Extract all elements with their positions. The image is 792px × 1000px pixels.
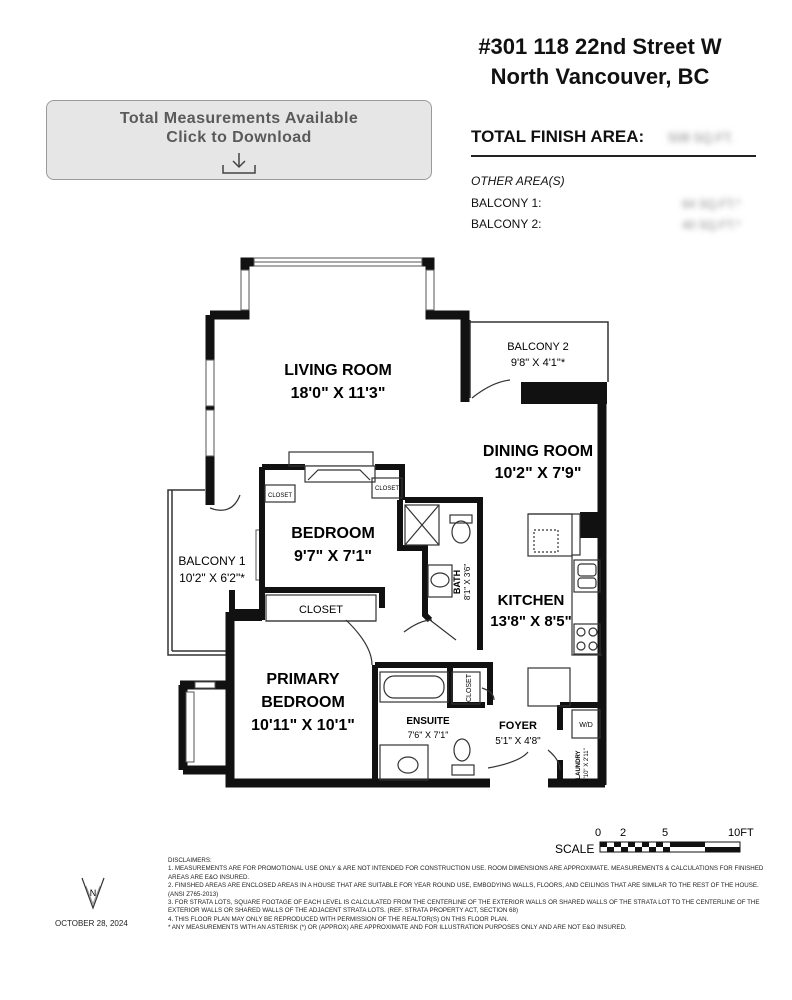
north-arrow-icon: N: [81, 877, 105, 910]
interior-details: [209, 379, 602, 781]
living-room-dimensions: 18'0" X 11'3": [291, 385, 386, 402]
balcony-2-outline: [469, 320, 609, 398]
total-finish-area-label: TOTAL FINISH AREA:: [471, 127, 645, 146]
dining-column: [521, 382, 607, 404]
living-room-name: LIVING ROOM: [284, 362, 392, 379]
foyer-dimensions: 5'1" X 4'8": [495, 736, 541, 747]
bath-dimensions: 8'1" X 3'6": [463, 564, 472, 600]
scale-tick-0: 0: [595, 827, 601, 839]
disclaimer-1: 1. MEASUREMENTS ARE FOR PROMOTIONAL USE …: [168, 865, 764, 881]
scale-tick-5: 5: [662, 827, 668, 839]
kitchen-column: [580, 512, 602, 538]
other-areas-label: OTHER AREA(S): [471, 174, 565, 188]
download-button-line-1: Total Measurements Available: [119, 110, 359, 127]
balcony-1-name: BALCONY 1: [178, 554, 245, 568]
balcony-2-area-value: 40 SQ.FT.*: [682, 218, 741, 232]
scale-tick-10ft: 10FT: [728, 827, 754, 839]
closet-label-ensuite: CLOSET: [466, 673, 473, 702]
closet-label-bedroom: CLOSET: [268, 493, 292, 499]
dining-room-name: DINING ROOM: [483, 443, 593, 460]
disclaimers: DISCLAIMERS: 1. MEASUREMENTS ARE FOR PRO…: [168, 857, 768, 933]
scale-tick-2: 2: [620, 827, 626, 839]
interior-walls: [229, 464, 602, 783]
disclaimer-4: 4. THIS FLOOR PLAN MAY ONLY BE REPRODUCE…: [168, 915, 509, 923]
primary-bedroom-dimensions: 10'11" X 10'1": [251, 717, 355, 734]
address-line-2: North Vancouver, BC: [490, 64, 710, 89]
dining-room-dimensions: 10'2" X 7'9": [495, 465, 582, 482]
kitchen-name: KITCHEN: [498, 592, 565, 609]
balcony-2-dimensions: 9'8" X 4'1"*: [511, 357, 566, 369]
scale-label: SCALE: [555, 842, 594, 856]
kitchen-dimensions: 13'8" X 8'5": [490, 613, 571, 630]
disclaimer-5: * ANY MEASUREMENTS WITH AN ASTERISK (*) …: [168, 924, 627, 932]
balcony-1-area-label: BALCONY 1:: [471, 196, 542, 210]
address-line-1: #301 118 22nd Street W: [478, 34, 722, 59]
balcony-2-name: BALCONY 2: [507, 341, 569, 353]
balcony-2-area-label: BALCONY 2:: [471, 217, 542, 231]
primary-bedroom-name-line-2: BEDROOM: [261, 694, 345, 711]
bedroom-dimensions: 9'7" X 7'1": [294, 548, 372, 565]
bath-name: BATH: [452, 570, 462, 594]
balcony-1-outline: [167, 489, 232, 656]
primary-bedroom-name-line-1: PRIMARY: [266, 671, 340, 688]
scale-bar: 0 2 5 10FT SCALE: [555, 827, 754, 856]
north-label: N: [90, 888, 97, 898]
balcony-1-dimensions: 10'2" X 6'2"*: [179, 571, 245, 585]
bedroom-name: BEDROOM: [291, 525, 375, 542]
balcony-1-area-value: 64 SQ.FT.*: [682, 197, 741, 211]
disclaimer-heading: DISCLAIMERS:: [168, 857, 212, 864]
download-measurements-button[interactable]: Total Measurements Available Click to Do…: [46, 100, 432, 180]
area-divider: [471, 155, 756, 157]
disclaimer-3: 3. FOR STRATA LOTS, SQUARE FOOTAGE OF EA…: [168, 899, 760, 915]
ensuite-dimensions: 7'6" X 7'1": [408, 730, 449, 740]
laundry-name: LAUNDRY: [576, 750, 582, 779]
total-finish-area-value: 508 SQ.FT.: [668, 130, 734, 145]
plan-date: OCTOBER 28, 2024: [55, 919, 128, 928]
ensuite-name: ENSUITE: [406, 716, 450, 727]
laundry-dimensions: 5'10" X 2'11": [584, 748, 590, 781]
closet-label-primary: CLOSET: [299, 604, 343, 616]
foyer-name: FOYER: [499, 720, 537, 732]
download-button-line-2: Click to Download: [166, 129, 312, 146]
closet-label-bedroom-2: CLOSET: [375, 486, 399, 492]
download-icon: [47, 151, 431, 180]
washer-dryer-label: W/D: [579, 722, 593, 729]
disclaimer-2: 2. FINISHED AREAS ARE ENCLOSED AREAS IN …: [168, 882, 759, 898]
